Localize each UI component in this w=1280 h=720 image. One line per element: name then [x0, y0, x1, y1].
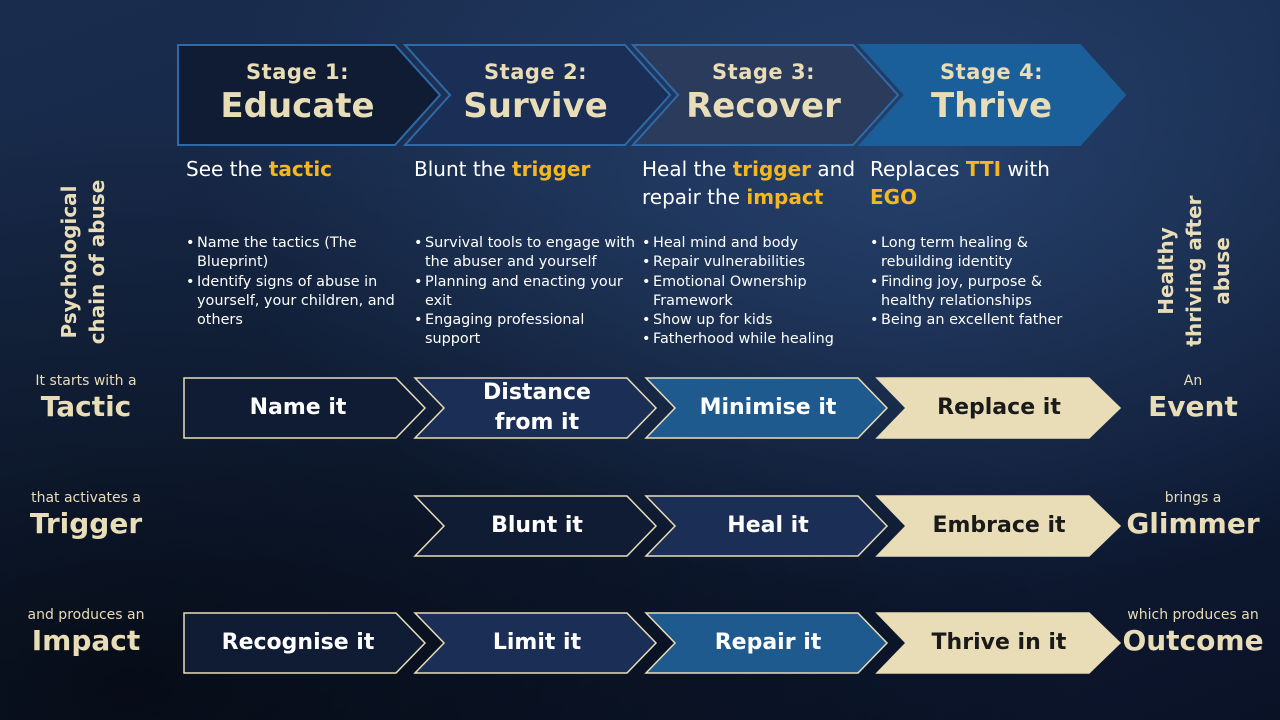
- row-3-left-label: and produces an Impact: [10, 606, 162, 658]
- bullet-item: Survival tools to engage with the abuser…: [414, 234, 638, 273]
- row-2-left-label: that activates a Trigger: [10, 489, 162, 541]
- row-2-right-label: brings a Glimmer: [1118, 489, 1268, 541]
- row3-chevron-1: [183, 612, 427, 674]
- stage-2-bullets: Survival tools to engage with the abuser…: [414, 234, 638, 350]
- row-term: Event: [1148, 390, 1238, 423]
- heading-highlight: trigger: [732, 157, 812, 181]
- stage-4-bullets: Long term healing & rebuilding identity …: [870, 234, 1080, 331]
- stage-3-bullets: Heal mind and body Repair vulnerabilitie…: [642, 234, 866, 350]
- row3-action-1: Recognise it: [221, 630, 375, 655]
- bullet-item: Heal mind and body: [642, 234, 866, 254]
- row-caption: It starts with a: [35, 373, 137, 389]
- stage-2-title: Stage 2: Survive: [428, 60, 643, 126]
- row3-action-3: Repair it: [714, 630, 822, 655]
- stage-4-heading: Replaces TTI with EGO: [870, 155, 1092, 211]
- row2-action-2: Blunt it: [491, 513, 583, 538]
- stage-4-banner: [857, 44, 1127, 146]
- stage-name: Survive: [463, 86, 608, 126]
- stage-number: Stage 2:: [484, 60, 587, 84]
- bullet-item: Emotional Ownership Framework: [642, 273, 866, 312]
- heading-text: Replaces: [870, 157, 966, 181]
- row1-action-4: Replace it: [937, 395, 1061, 420]
- row1-chevron-3: [644, 377, 889, 439]
- row3-action-4: Thrive in it: [931, 630, 1067, 655]
- stage-2-heading: Blunt the trigger: [414, 155, 636, 183]
- row-term: Glimmer: [1126, 507, 1260, 540]
- bullet-item: Identify signs of abuse in yourself, you…: [186, 273, 401, 331]
- row-1-left-label: It starts with a Tactic: [10, 372, 162, 424]
- row-3-right-label: which produces an Outcome: [1110, 606, 1276, 658]
- stage-name: Recover: [686, 86, 841, 126]
- heading-text: Heal the: [642, 157, 733, 181]
- row3-chevron-2: [413, 612, 658, 674]
- stage-name: Educate: [220, 86, 375, 126]
- bullet-item: Finding joy, purpose & healthy relations…: [870, 273, 1080, 312]
- stage-2-banner: [402, 44, 672, 146]
- stage-name: Thrive: [930, 86, 1053, 126]
- side-label-right: Healthy thriving after abuse: [1154, 195, 1234, 347]
- stage-3-title: Stage 3: Recover: [656, 60, 871, 126]
- row1-action-1: Name it: [249, 395, 347, 420]
- row-term: Trigger: [29, 507, 143, 540]
- row1-chevron-1: [183, 377, 427, 439]
- bullet-item: Planning and enacting your exit: [414, 273, 638, 312]
- row1-chevron-4: [875, 377, 1122, 439]
- row-caption: that activates a: [31, 490, 141, 506]
- row2-action-3: Heal it: [727, 513, 809, 538]
- stage-1-banner: [177, 44, 442, 146]
- row-caption: brings a: [1164, 490, 1222, 506]
- heading-text: and repair the: [642, 157, 856, 209]
- row1-action-2: Distance from it: [483, 380, 591, 435]
- row1-action-3: Minimise it: [699, 395, 837, 420]
- heading-text: See the: [186, 157, 269, 181]
- row3-chevron-3: [644, 612, 889, 674]
- bullet-item: Show up for kids: [642, 311, 866, 331]
- row1-chevron-2: [413, 377, 658, 439]
- row2-chevron-3: [644, 495, 889, 557]
- stage-1-title: Stage 1: Educate: [190, 60, 405, 126]
- heading-text: Blunt the: [414, 157, 513, 181]
- side-label-left: Psychological chain of abuse: [57, 179, 109, 345]
- row-caption: An: [1183, 373, 1203, 389]
- heading-highlight: EGO: [870, 185, 918, 209]
- row-term: Outcome: [1122, 624, 1264, 657]
- row3-action-2: Limit it: [492, 630, 582, 655]
- row-caption: and produces an: [27, 607, 145, 623]
- bullet-item: Fatherhood while healing: [642, 330, 866, 350]
- heading-highlight: impact: [746, 185, 824, 209]
- heading-highlight: trigger: [512, 157, 591, 181]
- stage-number: Stage 4:: [940, 60, 1043, 84]
- stage-3-heading: Heal the trigger and repair the impact: [642, 155, 864, 211]
- row-term: Tactic: [40, 390, 132, 423]
- stage-1-bullets: Name the tactics (The Blueprint) Identif…: [186, 234, 401, 330]
- row-term: Impact: [31, 624, 141, 657]
- row3-chevron-4: [875, 612, 1122, 674]
- heading-highlight: tactic: [268, 157, 333, 181]
- row2-chevron-4: [875, 495, 1122, 557]
- bullet-item: Repair vulnerabilities: [642, 253, 866, 273]
- bullet-item: Long term healing & rebuilding identity: [870, 234, 1080, 273]
- stage-1-heading: See the tactic: [186, 155, 408, 183]
- bullet-item: Name the tactics (The Blueprint): [186, 234, 401, 273]
- row2-action-4: Embrace it: [932, 513, 1066, 538]
- heading-text: with: [1001, 157, 1050, 181]
- stage-3-banner: [630, 44, 900, 146]
- row-1-right-label: An Event: [1118, 372, 1268, 424]
- bullet-item: Engaging professional support: [414, 311, 638, 350]
- stage-number: Stage 1:: [246, 60, 349, 84]
- bullet-item: Being an excellent father: [870, 311, 1080, 331]
- stage-4-title: Stage 4: Thrive: [884, 60, 1099, 126]
- heading-highlight: TTI: [965, 157, 1002, 181]
- row2-chevron-2: [413, 495, 658, 557]
- row-caption: which produces an: [1127, 607, 1259, 623]
- stage-number: Stage 3:: [712, 60, 815, 84]
